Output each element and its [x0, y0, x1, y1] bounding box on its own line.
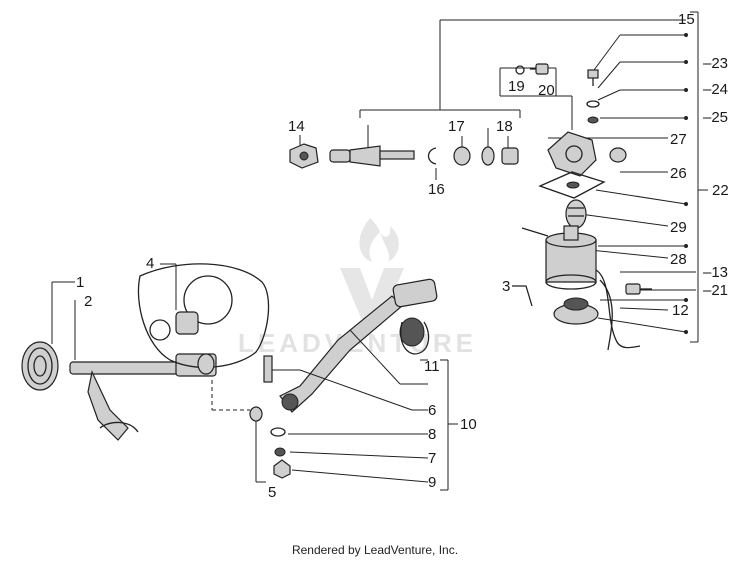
- watermark-logo: [340, 218, 404, 325]
- callout-16: 16: [428, 181, 445, 198]
- callout-labels: 1 2 3 4 5 6 7 8 9 10 11 12 –13 14 15 16 …: [76, 11, 729, 501]
- callout-7: 7: [428, 450, 436, 467]
- leader-lines-right: [359, 19, 696, 334]
- callout-4: 4: [146, 255, 154, 272]
- callout-20: 20: [538, 82, 555, 99]
- callout-5: 5: [268, 484, 276, 501]
- callout-19: 19: [508, 78, 525, 95]
- callout-26: 26: [670, 165, 687, 182]
- callout-17: 17: [448, 118, 465, 135]
- starter-shaft-group: [289, 125, 519, 180]
- callout-6: 6: [428, 402, 436, 419]
- callout-9: 9: [428, 474, 436, 491]
- callout-3: 3: [502, 278, 510, 295]
- callout-8: 8: [428, 426, 436, 443]
- callout-10: 10: [460, 416, 477, 433]
- callout-2: 2: [84, 293, 92, 310]
- callout-21: –21: [703, 282, 728, 299]
- callout-18: 18: [496, 118, 513, 135]
- callout-24: –24: [703, 81, 728, 98]
- callout-13: –13: [703, 264, 728, 281]
- callout-25: –25: [703, 109, 728, 126]
- starter-motor-assembly: [512, 63, 652, 351]
- kick-lever-assembly: [249, 278, 458, 491]
- callout-29: 29: [670, 219, 687, 236]
- bracket-22: [690, 11, 708, 343]
- callout-22: 22: [712, 182, 729, 199]
- kickstart-mechanism: [21, 263, 270, 441]
- callout-28: 28: [670, 251, 687, 268]
- callout-27: 27: [670, 131, 687, 148]
- callout-1: 1: [76, 274, 84, 291]
- footer-credit: Rendered by LeadVenture, Inc.: [291, 543, 459, 557]
- callout-11: 11: [424, 358, 440, 375]
- callout-23: –23: [703, 55, 728, 72]
- callout-15: 15: [678, 11, 695, 28]
- callout-12: 12: [672, 302, 689, 319]
- callout-14: 14: [288, 118, 305, 135]
